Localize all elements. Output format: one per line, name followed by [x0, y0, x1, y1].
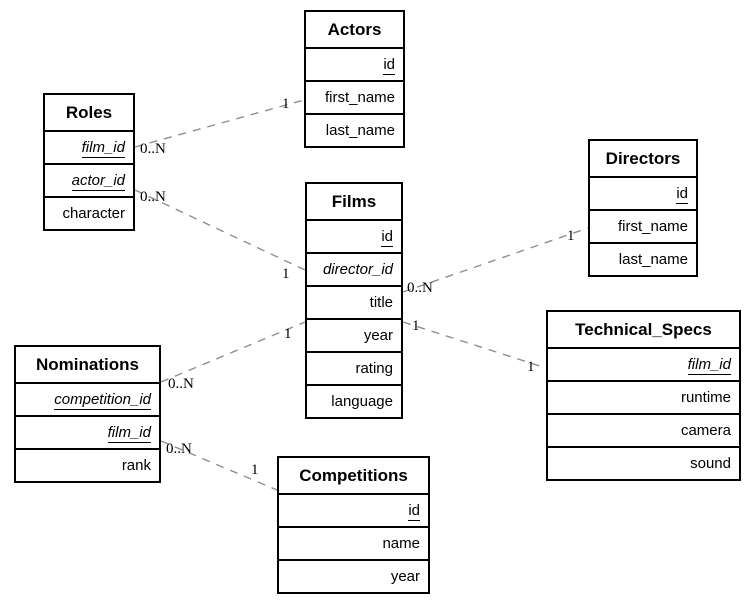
field-name: actor_id [71, 172, 125, 191]
cardinality-label: 0..N [140, 189, 166, 205]
table-roles: Roles film_id actor_id character [43, 93, 135, 231]
table-title: Competitions [299, 466, 408, 485]
cardinality-label: 0..N [168, 376, 194, 392]
table-field-row: language [307, 384, 401, 417]
table-field-row: actor_id [45, 163, 133, 196]
field-name: film_id [107, 424, 151, 443]
table-field-row: id [279, 493, 428, 526]
field-name: first_name [617, 218, 688, 235]
table-field-row: film_id [548, 347, 739, 380]
table-field-row: rank [16, 448, 159, 481]
table-directors: Directors id first_name last_name [588, 139, 698, 277]
table-field-row: character [45, 196, 133, 229]
table-field-row: year [307, 318, 401, 351]
table-title: Actors [327, 20, 382, 39]
field-name: runtime [680, 389, 731, 406]
cardinality-label: 0..N [140, 141, 166, 157]
cardinality-label: 1 [251, 462, 259, 478]
cardinality-label: 1 [412, 318, 420, 334]
table-title: Directors [605, 149, 681, 168]
table-field-row: director_id [307, 252, 401, 285]
table-field-row: camera [548, 413, 739, 446]
field-name: film_id [687, 356, 731, 375]
field-name: rating [355, 360, 393, 377]
table-title: Roles [65, 103, 113, 122]
field-name: id [408, 502, 420, 521]
relationship-line-films-technical_specs [402, 321, 547, 369]
table-field-row: sound [548, 446, 739, 479]
cardinality-label: 1 [567, 228, 575, 244]
field-name: competition_id [54, 391, 151, 410]
field-name: id [381, 228, 393, 247]
field-name: director_id [322, 261, 393, 278]
table-field-row: name [279, 526, 428, 559]
table-field-row: first_name [590, 209, 696, 242]
field-name: rank [121, 457, 151, 474]
cardinality-label: 1 [284, 326, 292, 342]
table-field-row: film_id [16, 415, 159, 448]
table-field-row: rating [307, 351, 401, 384]
table-title: Films [331, 192, 377, 211]
field-name: last_name [325, 122, 395, 139]
cardinality-label: 1 [282, 266, 290, 282]
field-name: language [331, 393, 393, 410]
table-field-row: id [307, 219, 401, 252]
table-title: Technical_Specs [575, 320, 712, 339]
field-name: camera [680, 422, 731, 439]
field-name: id [383, 56, 395, 75]
field-name: sound [690, 455, 731, 472]
field-name: character [62, 205, 125, 222]
field-name: title [369, 294, 393, 311]
field-name: year [390, 568, 420, 585]
table-field-row: first_name [306, 80, 403, 113]
relationship-line-roles-actors [134, 99, 305, 148]
field-name: film_id [81, 139, 125, 158]
cardinality-label: 0..N [166, 441, 192, 457]
table-field-row: title [307, 285, 401, 318]
table-field-row: last_name [306, 113, 403, 146]
cardinality-label: 1 [527, 359, 535, 375]
table-field-row: id [306, 47, 403, 80]
field-name: id [676, 185, 688, 204]
table-field-row: competition_id [16, 382, 159, 415]
cardinality-label: 0..N [407, 280, 433, 296]
table-field-row: last_name [590, 242, 696, 275]
field-name: year [363, 327, 393, 344]
field-name: first_name [324, 89, 395, 106]
table-title: Nominations [36, 355, 139, 374]
table-field-row: film_id [45, 130, 133, 163]
field-name: last_name [618, 251, 688, 268]
table-field-row: runtime [548, 380, 739, 413]
field-name: name [382, 535, 420, 552]
cardinality-label: 1 [282, 96, 290, 112]
table-field-row: id [590, 176, 696, 209]
table-field-row: year [279, 559, 428, 592]
